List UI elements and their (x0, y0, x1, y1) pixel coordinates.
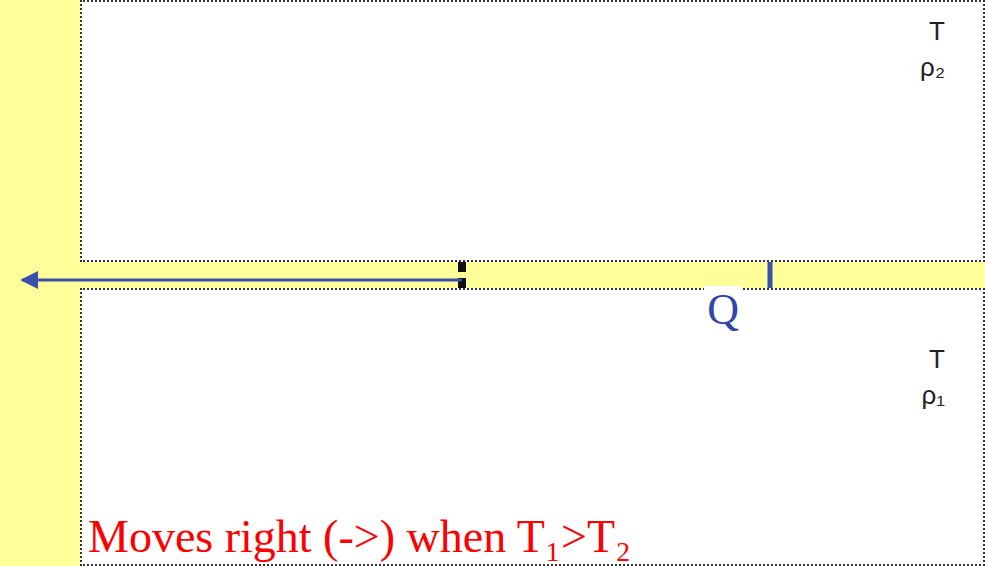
gas-chamber: Tρ₂ (80, 0, 985, 262)
temperature-label: T (929, 16, 945, 46)
motion-arrow (22, 279, 462, 282)
density-label: ρ₂ (920, 52, 945, 82)
caption-note: Moves right (->) when T₁>T₂ (88, 512, 631, 562)
heat-label: Q (704, 286, 742, 334)
temperature-label: T (929, 344, 945, 374)
density-label: ρ₁ (921, 380, 945, 410)
